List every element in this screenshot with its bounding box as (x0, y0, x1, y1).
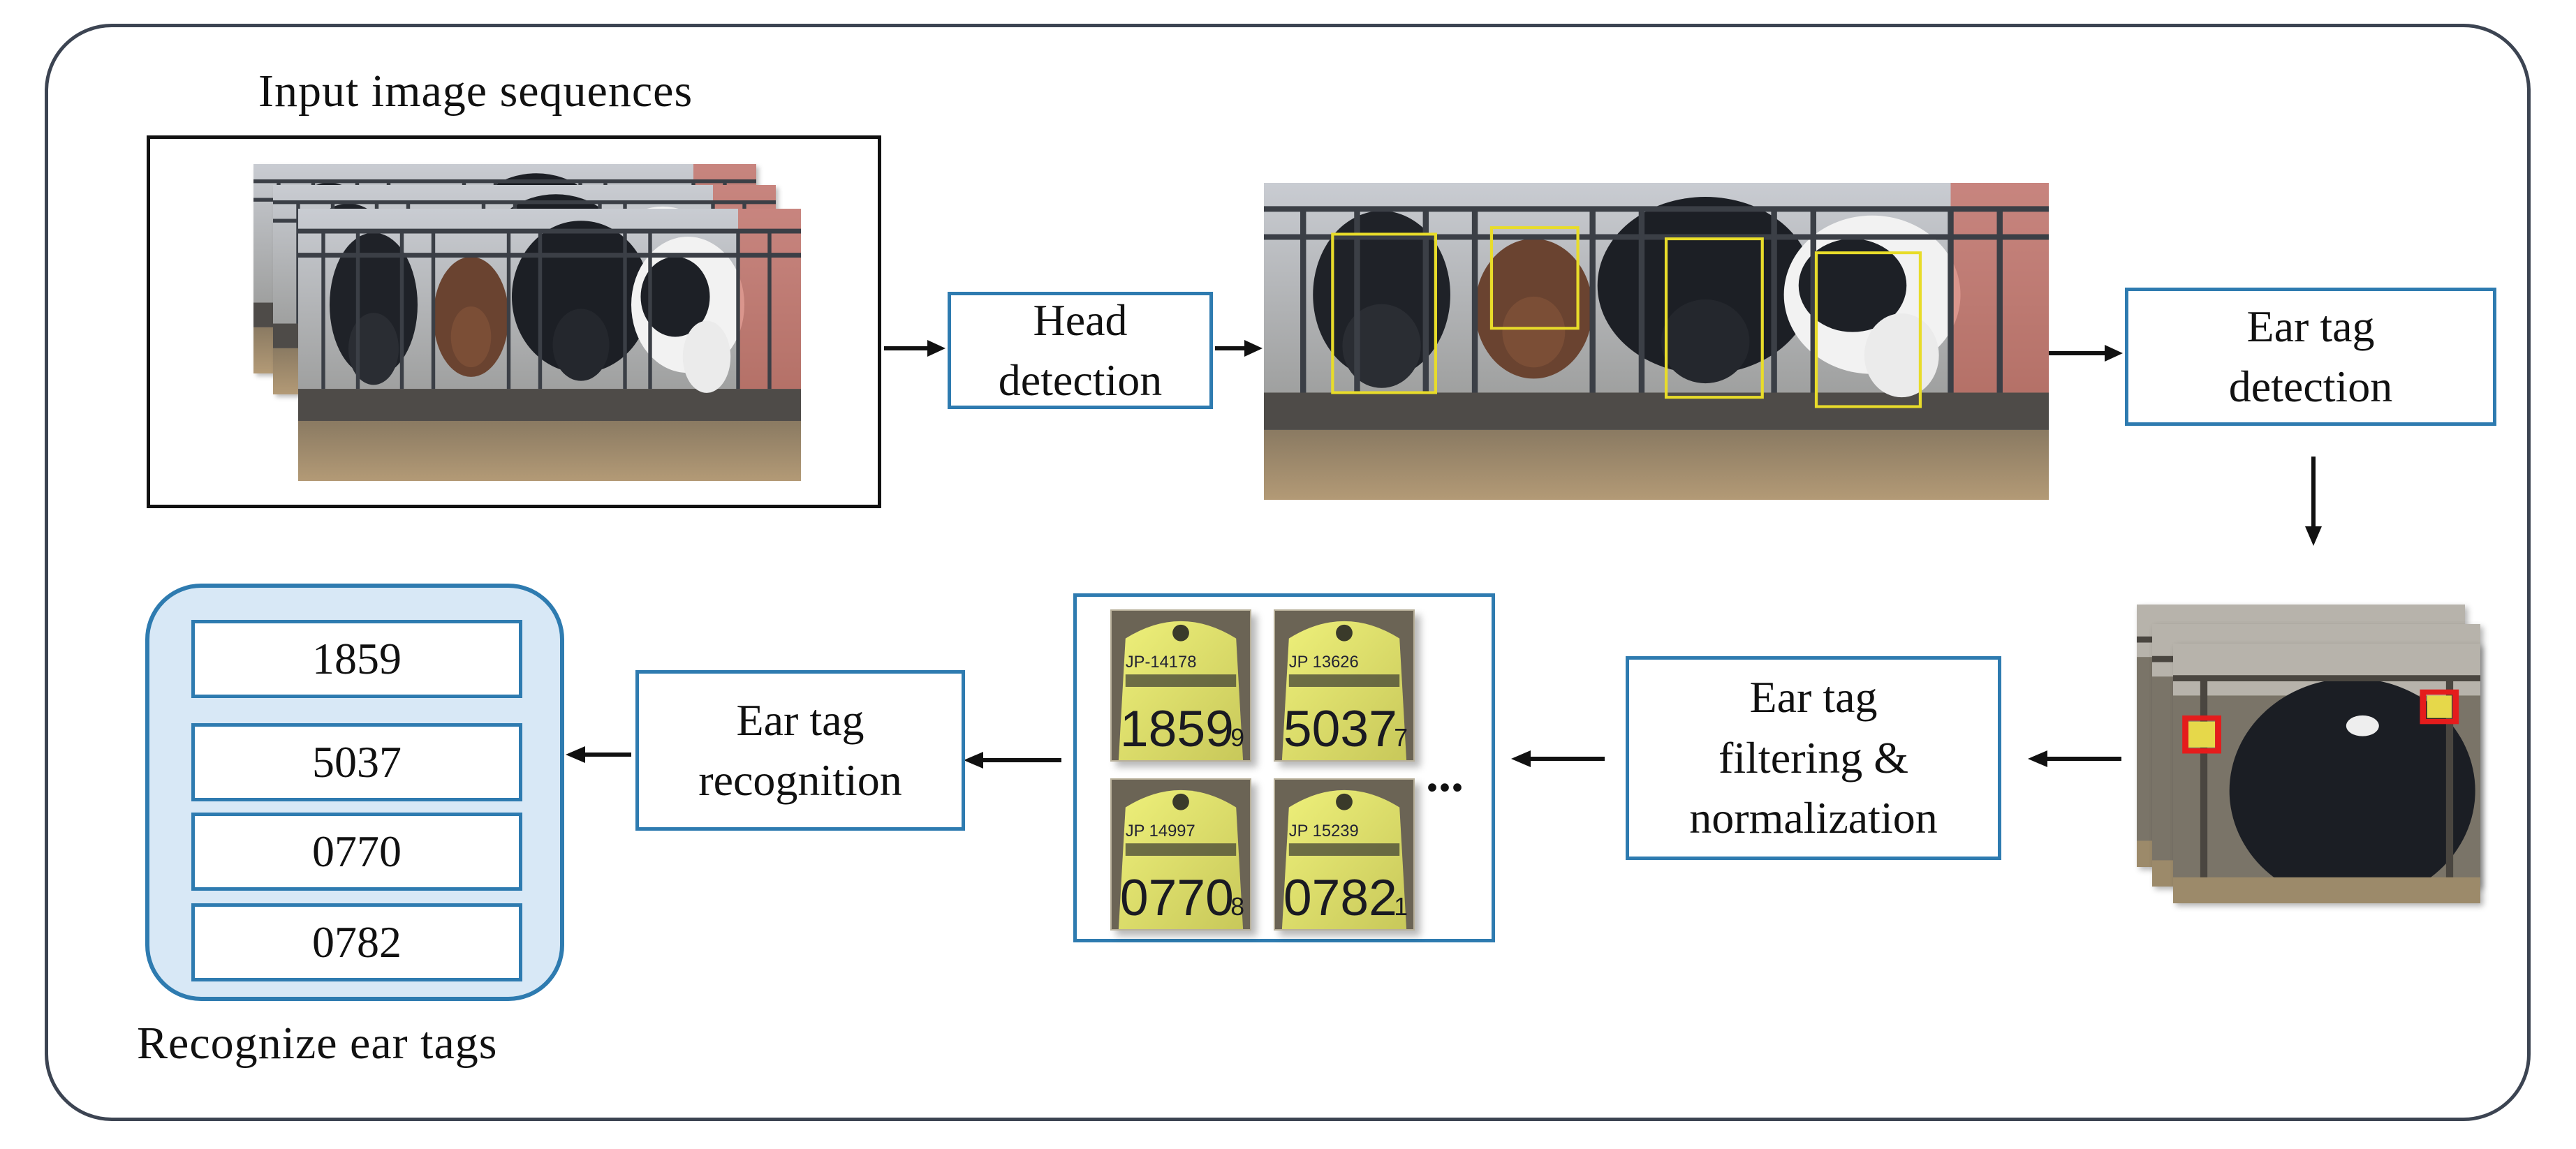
svg-text:8: 8 (1230, 893, 1244, 921)
filtering-box: Ear tag filtering & normalization (1626, 656, 2001, 860)
svg-text:JP 14997: JP 14997 (1126, 822, 1195, 840)
svg-text:5037: 5037 (1283, 700, 1397, 757)
tag-crop: JP 15239 0782 1 (1274, 778, 1415, 931)
svg-text:7: 7 (1394, 724, 1408, 752)
tag-box-right (2420, 689, 2459, 725)
ear-tag-detection-box: Ear tag detection (2125, 288, 2496, 426)
arrow-head-to-image (1215, 340, 1263, 357)
svg-text:1: 1 (1394, 893, 1408, 921)
svg-text:JP-14178: JP-14178 (1126, 653, 1197, 672)
head-box-3 (1664, 237, 1764, 399)
head-box-1 (1331, 232, 1437, 394)
arrow-image-to-eartag (2049, 345, 2123, 362)
ear-tag-detection-label: Ear tag detection (2228, 301, 2393, 411)
svg-text:0770: 0770 (1120, 869, 1234, 926)
more-tags-ellipsis: ... (1426, 746, 1464, 802)
arrow-input-to-head (884, 340, 945, 357)
filtering-label: Ear tag filtering & normalization (1689, 672, 1938, 843)
arrow-tags-to-recognition (964, 752, 1061, 769)
result-item: 0770 (191, 813, 522, 891)
tag-crop: JP 14997 0770 8 (1110, 778, 1251, 931)
results-caption: Recognize ear tags (137, 1018, 498, 1069)
svg-text:0782: 0782 (1283, 869, 1397, 926)
arrow-crops-to-filter (2028, 750, 2121, 767)
head-box-4 (1814, 251, 1922, 408)
result-item: 1859 (191, 620, 522, 698)
tag-box-left (2182, 715, 2221, 754)
svg-text:JP 13626: JP 13626 (1289, 653, 1359, 672)
arrow-filter-to-tags (1511, 750, 1605, 767)
recognition-box: Ear tag recognition (635, 670, 965, 831)
eartag-frame-front (2173, 644, 2480, 903)
svg-text:1859: 1859 (1120, 700, 1234, 757)
input-caption: Input image sequences (258, 66, 693, 117)
diagram-frame (45, 24, 2531, 1121)
svg-text:9: 9 (1230, 724, 1244, 752)
tag-crop: JP-14178 1859 9 (1110, 609, 1251, 762)
input-sequence-box (147, 135, 881, 508)
head-detection-label: Head detection (998, 295, 1163, 405)
arrow-recognition-to-results (566, 746, 631, 763)
result-item: 0782 (191, 903, 522, 981)
results-panel: 1859 5037 0770 0782 (145, 584, 564, 1001)
recognition-label: Ear tag recognition (698, 695, 902, 805)
head-detection-box: Head detection (948, 292, 1213, 409)
result-item: 5037 (191, 723, 522, 801)
normalized-tags-panel: JP-14178 1859 9 JP 13626 5037 7 JP 14997… (1073, 593, 1495, 942)
head-detection-image (1264, 183, 2049, 500)
tag-crop: JP 13626 5037 7 (1274, 609, 1415, 762)
svg-text:JP 15239: JP 15239 (1289, 822, 1359, 840)
arrow-down-to-crops (2305, 457, 2322, 546)
head-box-2 (1489, 226, 1580, 330)
input-frame-front (298, 209, 801, 481)
